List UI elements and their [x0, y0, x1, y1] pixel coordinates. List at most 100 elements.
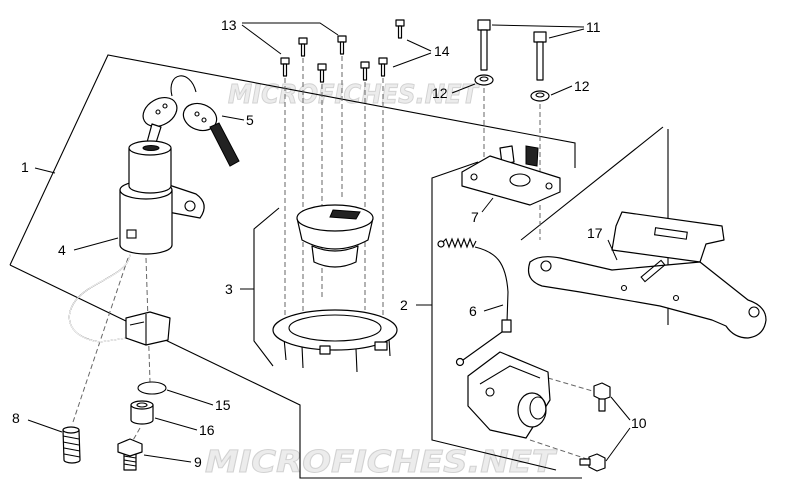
watermark-bottom: MICROFICHES.NET: [205, 445, 558, 480]
key-head-right: [182, 102, 218, 132]
bolt-shaft: [579, 458, 591, 466]
callout-12-right: 12: [574, 78, 590, 94]
lock-body: [467, 351, 551, 439]
screw-head: [337, 35, 347, 43]
o-ring-outer: [137, 381, 167, 395]
connector: [125, 311, 171, 346]
screw-shaft: [380, 63, 386, 77]
bracket-body: [461, 155, 561, 206]
screw-shaft: [339, 41, 345, 55]
keyhole: [142, 145, 160, 151]
key-head-dot: [155, 109, 161, 115]
callout-6: 6: [469, 303, 477, 319]
cable-ferrule: [501, 319, 512, 333]
pin-body: [62, 429, 81, 464]
cylinder-tab: [165, 183, 205, 219]
cylinder-lower-body: [119, 189, 173, 255]
screw-shaft: [362, 67, 368, 81]
alignment-line: [529, 439, 591, 461]
bolts-11: [477, 19, 547, 81]
cap-assembly: [272, 204, 398, 373]
leader-12-right: [550, 85, 573, 96]
plate-hole: [748, 306, 760, 318]
leader-14: [392, 39, 432, 68]
pin-8: [62, 426, 81, 464]
alignment-line: [131, 427, 141, 443]
bracket-7: [461, 145, 561, 206]
cylinder-window: [126, 229, 137, 239]
callout-1: 1: [21, 159, 29, 175]
plate-hole: [620, 284, 628, 292]
pin-threads: [62, 435, 81, 458]
leader-8: [27, 419, 63, 433]
bracket-tab: [499, 145, 515, 165]
bushing: [130, 400, 154, 425]
leader-7: [481, 197, 494, 213]
bolt-threads: [123, 455, 137, 467]
support-plate-17: [527, 211, 767, 339]
leader-11: [491, 24, 585, 39]
callout-10: 10: [631, 415, 647, 431]
cylinder-upper-body: [128, 147, 172, 194]
bolt-head: [477, 19, 491, 31]
ring-inner: [288, 314, 382, 342]
connector-detail: [129, 314, 147, 345]
screw-head: [378, 57, 388, 65]
cable-6: [437, 237, 512, 367]
cable-lower: [462, 331, 503, 361]
lock-body-hole: [485, 387, 495, 397]
cap-slot: [329, 209, 361, 220]
alignment-line: [547, 377, 597, 393]
bolts-10: [579, 382, 611, 472]
screw-head: [298, 37, 308, 45]
callout-17: 17: [587, 225, 603, 241]
washer-hole: [535, 92, 545, 98]
washer: [474, 74, 494, 86]
plate-base: [527, 256, 767, 339]
leader-lines: [27, 22, 631, 463]
screw-head: [280, 57, 290, 65]
callout-5: 5: [246, 112, 254, 128]
screws-13-14: [280, 19, 405, 83]
plate-hole: [540, 260, 552, 272]
leader-1: [34, 167, 56, 174]
key-blade-right: [209, 122, 240, 167]
bracket-tab: [525, 145, 539, 167]
callout-13: 13: [221, 17, 237, 33]
wire-harness: [68, 253, 171, 346]
alignment-line: [145, 257, 151, 383]
screw-shaft: [397, 25, 403, 39]
callout-7: 7: [471, 209, 479, 225]
plate-slot: [653, 227, 688, 240]
ring-outer: [272, 309, 398, 351]
bolt-head: [593, 382, 611, 401]
ring-tab: [319, 345, 331, 355]
screw-head: [395, 19, 405, 27]
key-ring: [170, 75, 197, 97]
bracket-hole: [470, 173, 478, 181]
washer: [530, 90, 550, 102]
ring-legs: [283, 337, 391, 373]
o-ring: [137, 381, 167, 395]
leader-9: [143, 454, 192, 463]
bushing-hole: [136, 402, 148, 408]
screw-shaft: [319, 69, 325, 83]
outline-part-3: [253, 207, 280, 367]
bracket-hole: [545, 182, 553, 190]
bolt-9: [117, 438, 143, 471]
bushing-top: [130, 400, 154, 410]
screw-shaft: [282, 63, 288, 77]
bolt-head: [533, 31, 547, 43]
leader-17: [607, 239, 618, 261]
callout-16: 16: [199, 422, 215, 438]
callout-15: 15: [215, 397, 231, 413]
leader-6: [483, 304, 504, 312]
key-head-dot: [201, 117, 207, 123]
bolt-shaft: [536, 41, 544, 81]
lock-body-edge: [479, 365, 541, 385]
leader-13: [241, 22, 339, 55]
leader-12-left: [451, 83, 476, 94]
key-head-dot: [162, 103, 168, 109]
screw-head: [360, 61, 370, 69]
